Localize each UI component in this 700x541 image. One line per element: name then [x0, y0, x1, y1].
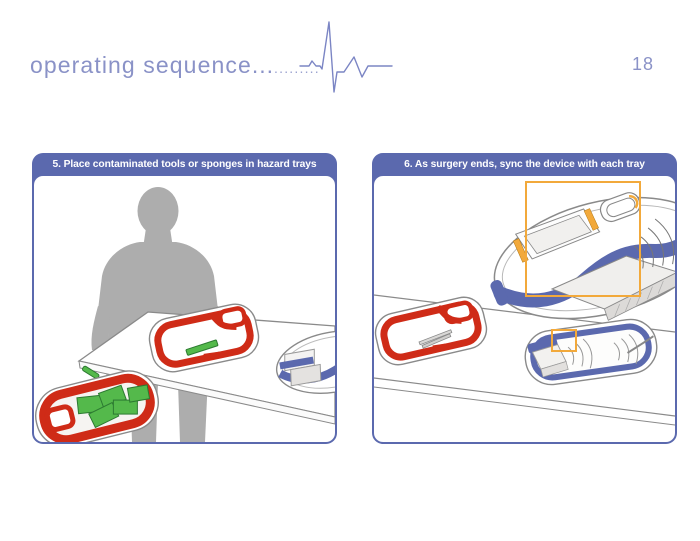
blue-tray-with-device	[524, 318, 658, 386]
green-sponges	[76, 384, 151, 429]
red-hazard-tray-floor	[35, 370, 159, 442]
surgical-tool	[418, 329, 453, 346]
blue-tray-table-edge	[275, 330, 335, 394]
small-callout-rectangle	[551, 329, 577, 352]
red-hazard-tray	[374, 296, 488, 366]
title-dots-trail: .........	[274, 60, 320, 76]
panel-step-6-caption: 6. As surgery ends, sync the device with…	[404, 159, 645, 170]
title-dots: ...	[251, 52, 275, 78]
zoom-callout-rectangle	[525, 181, 641, 297]
page-number: 18	[631, 54, 655, 74]
magnified-tray-with-device	[490, 192, 675, 321]
tray-handle	[599, 192, 641, 223]
scalpel	[626, 335, 654, 354]
panel-step-5-illustration	[34, 176, 335, 442]
step-6-scene	[374, 181, 675, 426]
page-title: operating sequence............	[30, 52, 320, 79]
panel-step-5: 5. Place contaminated tools or sponges i…	[32, 153, 337, 444]
panel-step-6-illustration	[374, 176, 675, 442]
step-5-scene	[35, 187, 335, 442]
sync-wave-arcs-large	[633, 218, 675, 269]
red-hazard-tray-on-table	[148, 303, 260, 373]
sync-device	[527, 337, 558, 354]
ekg-heartbeat-icon	[299, 16, 395, 98]
docked-device	[512, 208, 601, 263]
page-title-text: operating sequence	[30, 52, 252, 78]
panel-step-5-caption: 5. Place contaminated tools or sponges i…	[52, 159, 317, 170]
green-sponge	[185, 339, 219, 356]
panel-step-6: 6. As surgery ends, sync the device with…	[372, 153, 677, 444]
